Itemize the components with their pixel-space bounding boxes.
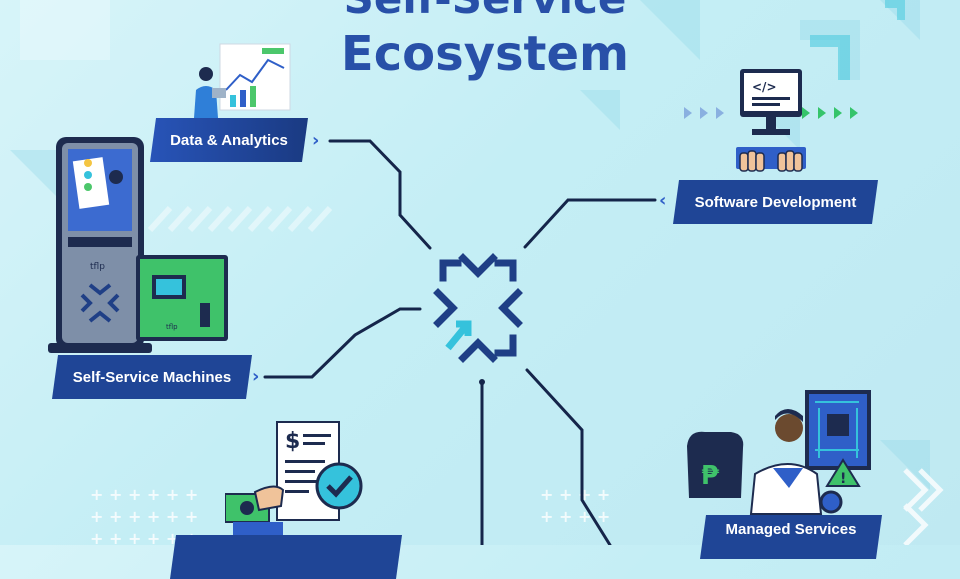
node-bottom-left — [170, 535, 402, 579]
svg-text:+ + + +: + + + + — [540, 485, 610, 504]
kiosk-illustration: tflp tflp — [48, 137, 228, 353]
connector-data-analytics — [328, 139, 432, 250]
managed-services-illustration: ₱ ! — [687, 390, 871, 515]
code-tag-text: </> — [752, 80, 777, 94]
node-label-data-analytics: Data & Analytics — [170, 131, 288, 149]
page-title-line1: Self-Service — [5, 0, 960, 20]
connector-bottom-right — [525, 368, 612, 545]
connector-machines — [263, 307, 422, 379]
node-label-software-development: Software Development — [694, 193, 857, 211]
chevron-right-icon: › — [312, 130, 320, 151]
kiosk-small-brand-text: tflp — [166, 323, 178, 331]
chevron-left-icon: ‹ — [659, 190, 667, 211]
chevron-right-icon: › — [252, 366, 260, 387]
page-title-line2: Ecosystem — [340, 26, 630, 82]
node-label-self-service-machines: Self-Service Machines — [72, 368, 232, 386]
connector-software — [523, 198, 657, 249]
node-data-analytics: Data & Analytics — [150, 118, 308, 162]
currency-symbol: $ — [285, 429, 300, 454]
svg-text:+ + + + + +: + + + + + + — [90, 485, 198, 504]
svg-text:+ + + + + +: + + + + + + — [90, 507, 198, 526]
check-icon — [326, 475, 353, 498]
peso-symbol: ₱ — [701, 461, 720, 491]
node-label-managed-services: Managed Services — [725, 521, 857, 538]
node-software-development: Software Development — [673, 180, 878, 224]
payment-illustration: $ — [225, 421, 363, 538]
svg-text:!: ! — [840, 471, 846, 487]
node-managed-services: Managed Services — [700, 515, 882, 559]
kiosk-brand-text: tflp — [90, 262, 105, 272]
node-self-service-machines: Self-Service Machines — [52, 355, 252, 399]
software-development-illustration: </> — [684, 69, 858, 172]
data-analytics-illustration — [194, 43, 291, 118]
svg-text:+ + + +: + + + + — [540, 507, 610, 526]
hub-logo-icon — [433, 253, 523, 363]
